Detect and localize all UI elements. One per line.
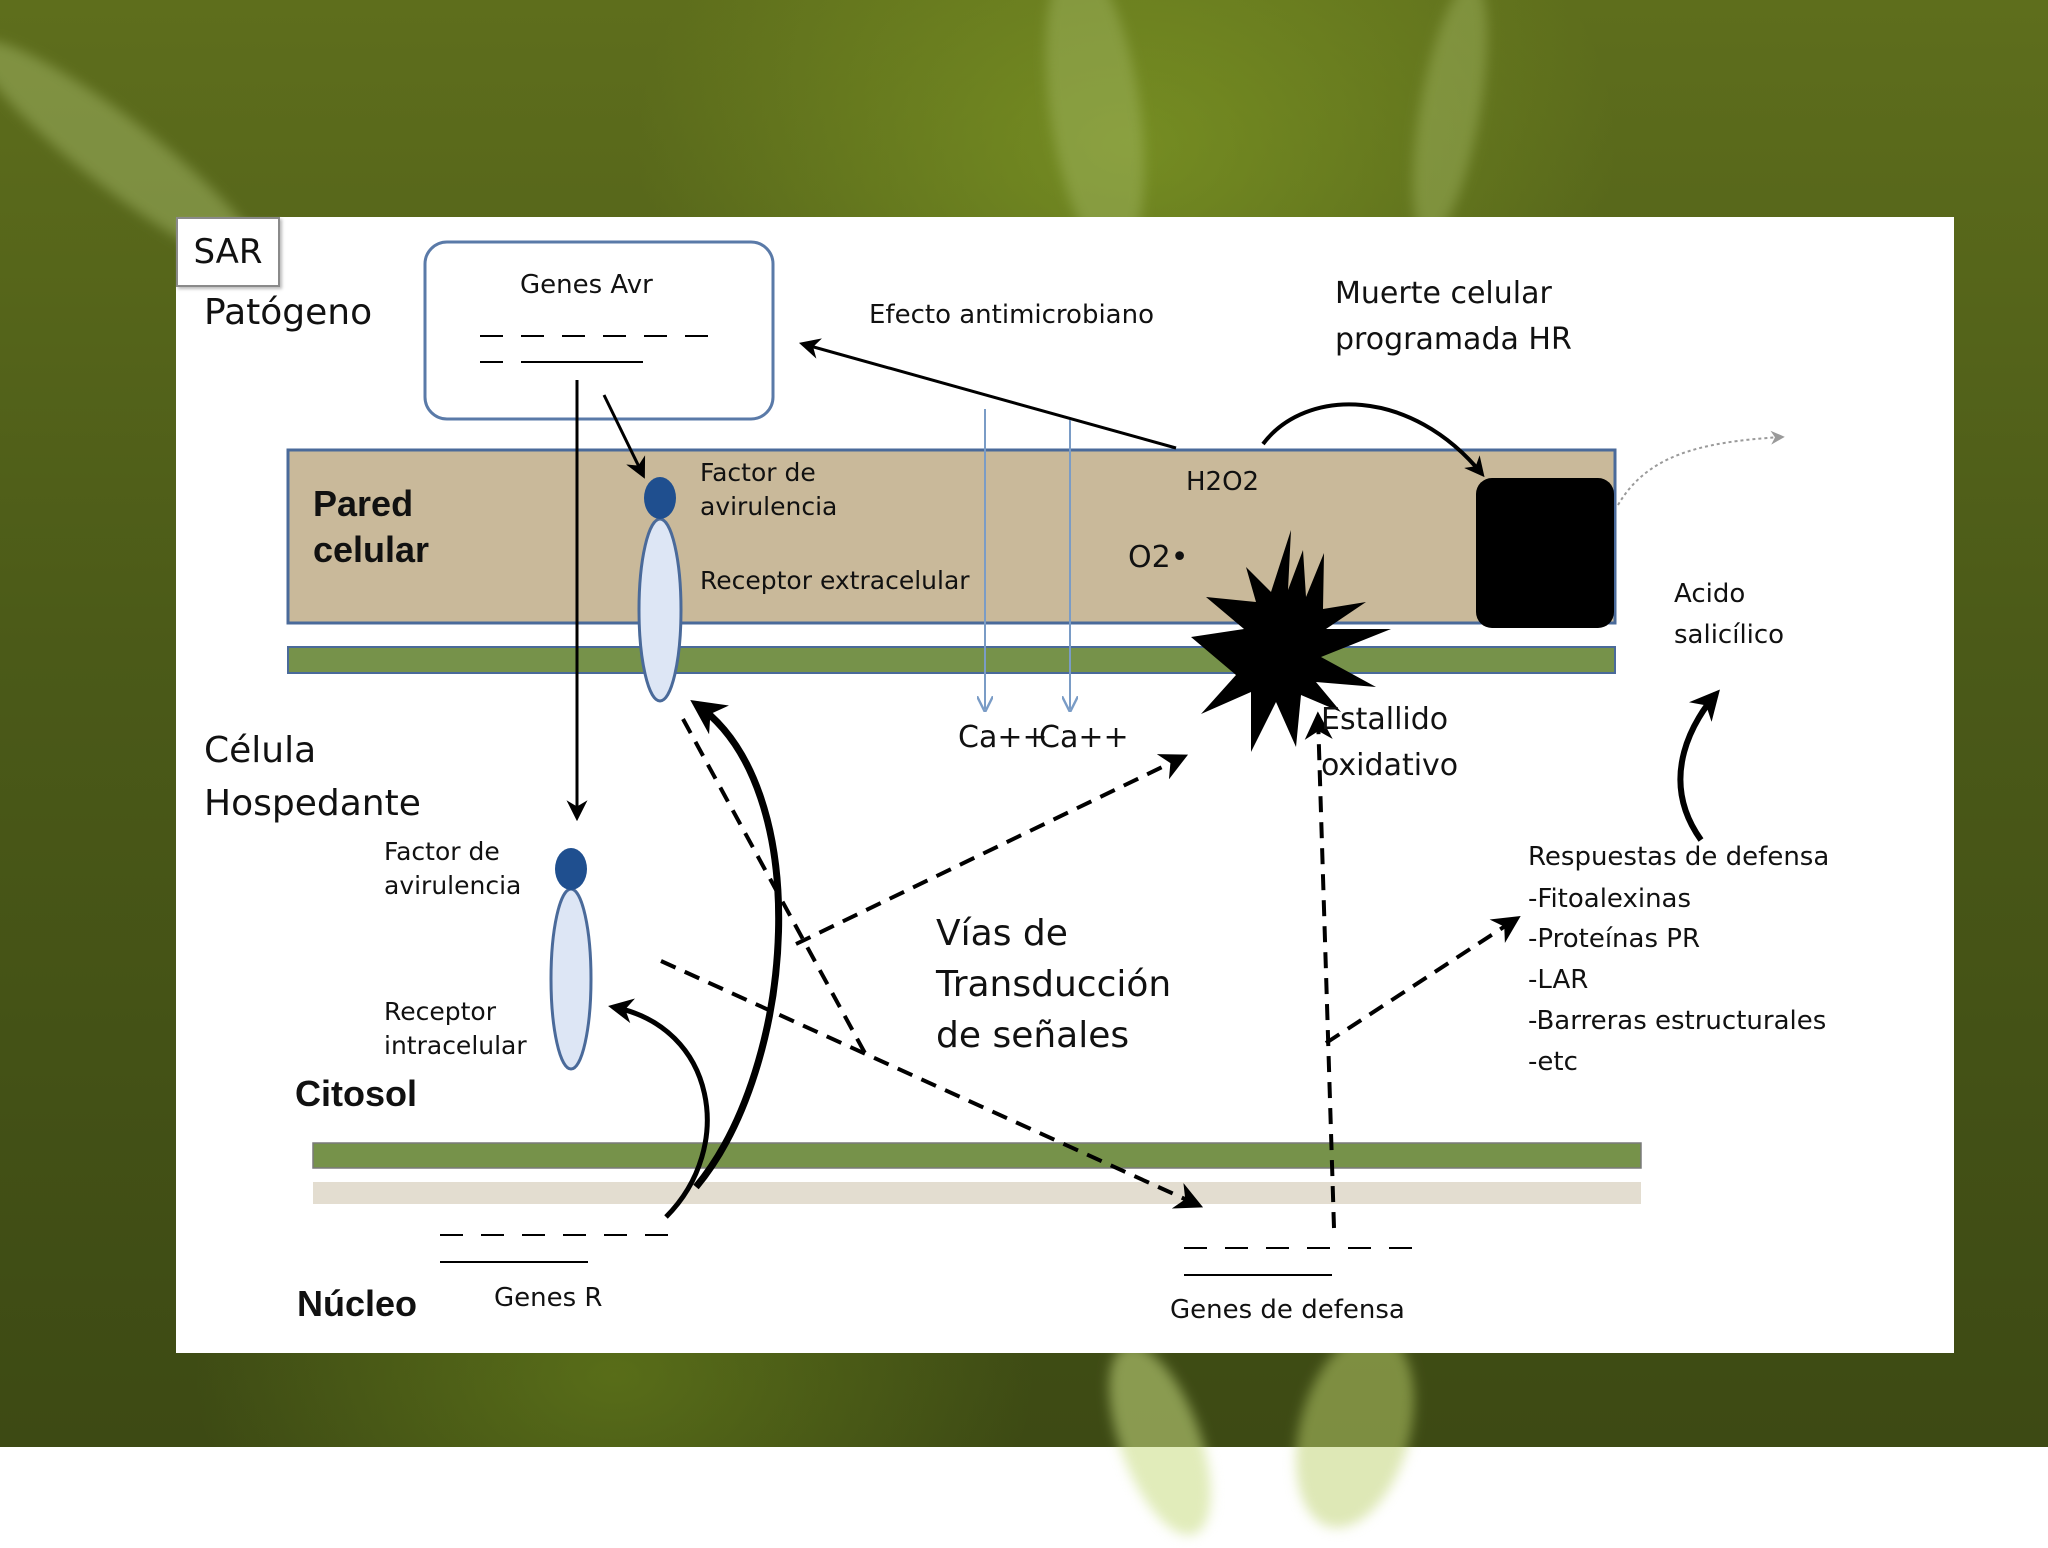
avr-to-wall-arrow [602,394,646,479]
oxidative-burst-label-line1: Estallido [1321,702,1449,737]
plasma-membrane-band [287,646,1616,674]
defense-response-item: -Fitoalexinas [1528,884,1692,914]
intracellular-avr-factor-dot [555,848,587,890]
defense-response-item: -LAR [1528,965,1589,995]
hr-label-line1: Muerte celular [1335,276,1552,311]
diagram-panel: Patógeno Genes Avr Efecto antimicrobiano… [176,217,1954,1353]
sar-label: SAR [176,217,280,287]
r-genes-label: Genes R [494,1283,603,1313]
calcium-label-1: Ca++ [958,720,1048,755]
avr-gene-dashes [480,335,708,363]
transduction-label-line1: Vías de [936,913,1068,954]
defense-response-item: -Barreras estructurales [1528,1006,1827,1036]
nuclear-envelope-outer [312,1142,1642,1169]
cell-wall-label-line1: Pared [313,483,414,524]
genes-avr-title: Genes Avr [520,270,653,300]
sar-gray-arrow [1617,430,1785,506]
hr-curved-arrow [1261,402,1485,478]
host-cell-label-line2: Hospedante [204,783,421,824]
defense-responses-title: Respuestas de defensa [1528,842,1830,872]
oxidative-burst-star [1191,530,1391,752]
defense-gene-dashes [1184,1247,1412,1276]
superoxide-label: O2• [1128,540,1189,575]
defense-response-item: -etc [1528,1047,1578,1077]
intracellular-receptor-label: Receptor intracelular [384,997,527,1060]
nucleus-label: Núcleo [297,1283,418,1324]
salicylic-acid-label-line1: Acido [1674,579,1746,609]
host-cell-label-line1: Célula [204,730,317,771]
r-gene-to-receptor-curved-arrow [690,700,783,1190]
diagram-graphics [286,240,1785,1276]
transduction-label-line2: Transducción [936,964,1172,1005]
defense-response-item: -Proteínas PR [1528,924,1701,954]
antimicrobial-effect-label: Efecto antimicrobiano [869,300,1154,330]
r-gene-dashes [440,1234,668,1263]
extracellular-receptor-shape [637,517,683,703]
hr-label-line2: programada HR [1335,322,1572,357]
cell-wall-label-line2: celular [313,529,430,570]
nuclear-envelope-inner [313,1182,1641,1204]
extracellular-factor-label: Factor de avirulencia [700,458,838,521]
signal-transduction-dashed-lines [660,711,1521,1229]
intracellular-factor-label: Factor de avirulencia [384,837,522,900]
defense-genes-label: Genes de defensa [1170,1295,1405,1325]
extracellular-avr-factor-dot [644,477,676,519]
extracellular-receptor-label: Receptor extracelular [700,566,970,595]
cytosol-label: Citosol [295,1073,417,1114]
cell-wall-band [286,448,1617,625]
transduction-label-line3: de señales [936,1015,1130,1056]
grass-blade-decoration [1397,0,1503,244]
antimicrobial-effect-arrow [798,338,1177,450]
calcium-label-2: Ca++ [1039,720,1129,755]
intracellular-receptor-shape [549,887,593,1071]
salicylic-acid-label-line2: salicílico [1674,620,1785,650]
genes-avr-box [423,240,775,421]
salicylic-acid-curved-arrow [1677,689,1720,842]
r-gene-to-intracellular-curved-arrow [608,998,710,1219]
grass-blade-decoration [1088,1332,1232,1548]
oxidative-burst-label-line2: oxidativo [1321,748,1459,783]
h2o2-label: H2O2 [1186,467,1260,497]
hr-cell-death-block [1476,478,1614,628]
pathogen-label: Patógeno [204,292,373,333]
